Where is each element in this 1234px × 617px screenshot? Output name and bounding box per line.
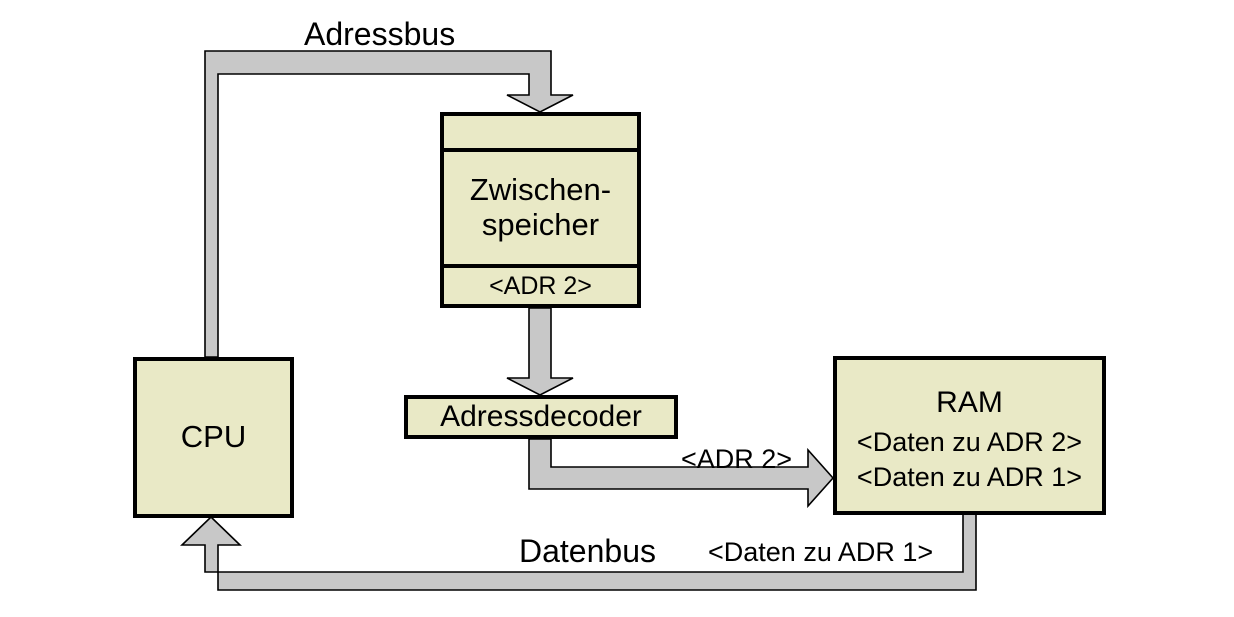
decoder-to-ram-label: <ADR 2> bbox=[681, 444, 793, 474]
zwischenspeicher-value-cell: <ADR 2> bbox=[489, 272, 592, 300]
ram-row-adr2: <Daten zu ADR 2> bbox=[856, 426, 1083, 457]
datenbus-label: Datenbus bbox=[519, 533, 656, 569]
node-cpu[interactable]: CPU bbox=[133, 357, 294, 518]
zwischenspeicher-label: Zwischen- speicher bbox=[444, 152, 637, 268]
ram-row-adr1: <Daten zu ADR 1> bbox=[856, 461, 1083, 492]
adressdecoder-to-ram-arrow bbox=[528, 438, 835, 509]
node-adressdecoder[interactable]: Adressdecoder bbox=[404, 395, 678, 439]
datenbus-payload-label: <Daten zu ADR 1> bbox=[708, 537, 934, 567]
zwischenspeicher-to-adressdecoder-arrow bbox=[506, 307, 574, 396]
zwischenspeicher-empty-cell bbox=[444, 116, 637, 152]
adressbus-label: Adressbus bbox=[304, 16, 456, 52]
node-ram[interactable]: RAM <Daten zu ADR 2> <Daten zu ADR 1> bbox=[833, 356, 1106, 515]
node-zwischenspeicher[interactable]: Zwischen- speicher <ADR 2> bbox=[440, 112, 641, 308]
ram-title: RAM bbox=[936, 385, 1003, 419]
datenbus-arrow bbox=[180, 513, 977, 591]
adressbus-arrow bbox=[204, 50, 574, 358]
